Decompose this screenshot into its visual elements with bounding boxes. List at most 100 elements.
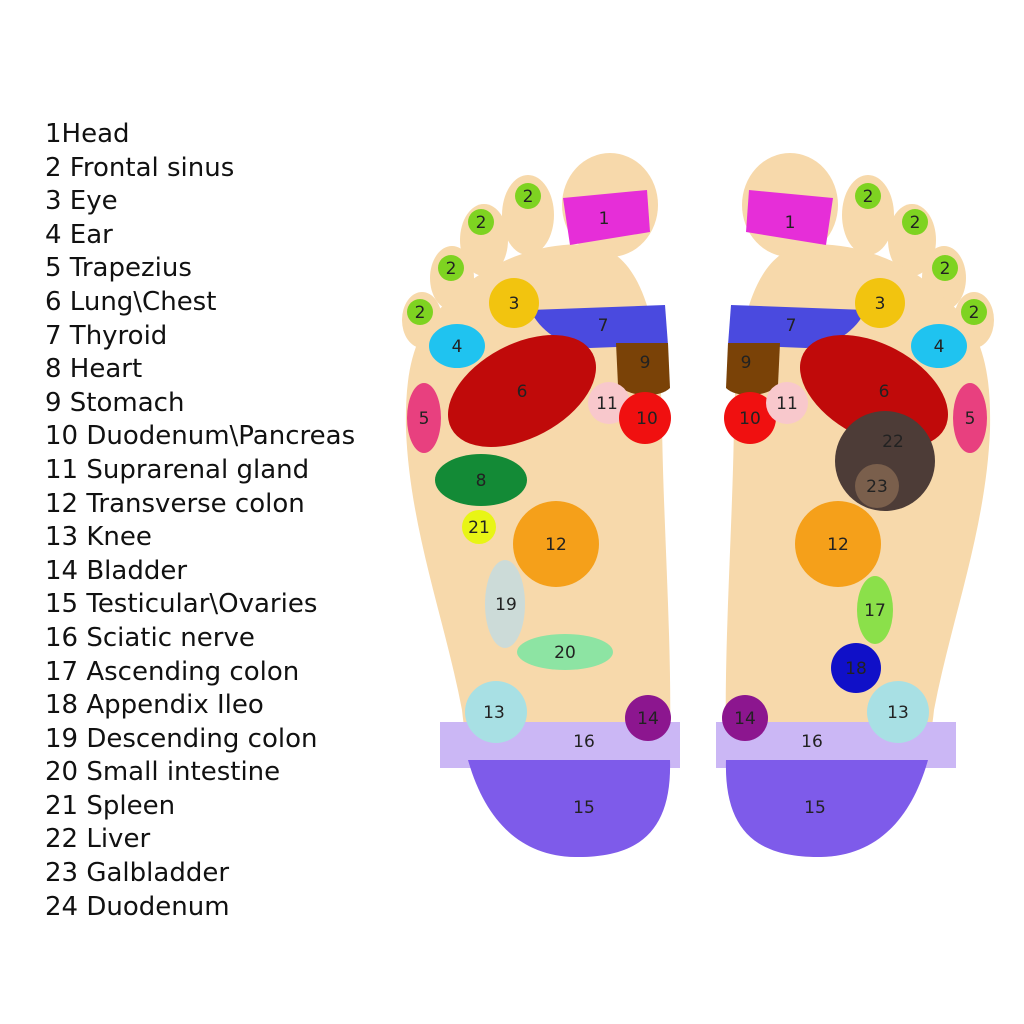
left-label-15: 15 (573, 798, 595, 818)
left-label-3: 3 (509, 294, 520, 314)
right-galbladder-zone (855, 464, 899, 508)
right-duodenum-zone (724, 392, 776, 444)
right-label-16: 16 (801, 732, 823, 752)
left-label-4: 4 (452, 337, 463, 357)
left-head-zone (563, 190, 650, 245)
legend-item: 24 Duodenum (45, 891, 230, 922)
legend-item: 15 Testicular\Ovaries (45, 589, 318, 620)
right-label-4: 4 (934, 337, 945, 357)
legend-item: 20 Small intestine (45, 757, 281, 788)
left-label-11: 11 (596, 394, 618, 414)
right-foot: 1 2 2 2 2 3 4 5 6 7 9 10 11 22 23 12 17 … (716, 153, 994, 858)
legend-item: 4 Ear (45, 219, 113, 250)
legend-item: 16 Sciatic nerve (45, 622, 255, 653)
left-label-10: 10 (636, 409, 658, 429)
legend-item: 14 Bladder (45, 555, 188, 586)
right-colon-zone (795, 501, 881, 587)
right-label-2c: 2 (940, 259, 951, 279)
left-descending-colon-zone (485, 560, 525, 648)
right-sinus-zone-3 (932, 255, 958, 281)
legend-item: 13 Knee (45, 522, 152, 553)
legend-item: 18 Appendix Ileo (45, 690, 264, 721)
right-label-18: 18 (845, 659, 867, 679)
right-testicular-zone (725, 760, 928, 858)
left-label-5: 5 (419, 409, 430, 429)
legend-item: 10 Duodenum\Pancreas (45, 421, 356, 452)
right-sinus-zone-1 (855, 183, 881, 209)
left-bladder-zone (625, 695, 671, 741)
left-heart-zone (435, 454, 527, 506)
legend-item: 12 Transverse colon (45, 488, 305, 519)
legend-item: 23 Galbladder (45, 858, 230, 889)
left-eye-zone (489, 278, 539, 328)
left-sinus-zone-2 (468, 209, 494, 235)
right-ascending-colon-zone (857, 576, 893, 644)
left-knee-zone (465, 681, 527, 743)
right-trapezius-zone (953, 383, 987, 453)
right-label-1: 1 (785, 213, 796, 233)
left-lung-zone (447, 335, 597, 447)
right-label-10: 10 (739, 409, 761, 429)
left-toe-2 (502, 175, 554, 255)
right-ear-zone (911, 324, 967, 368)
legend-item: 1Head (45, 119, 130, 149)
left-label-2c: 2 (446, 259, 457, 279)
legend-item: 22 Liver (45, 824, 151, 855)
left-trapezius-zone (407, 383, 441, 453)
right-label-15: 15 (804, 798, 826, 818)
left-label-2a: 2 (523, 187, 534, 207)
left-small-intestine-zone (517, 634, 613, 670)
left-label-9: 9 (640, 353, 651, 373)
right-label-11: 11 (776, 394, 798, 414)
left-label-2b: 2 (476, 213, 487, 233)
right-label-17: 17 (864, 601, 886, 621)
left-sinus-zone-4 (407, 299, 433, 325)
left-label-13: 13 (483, 703, 505, 723)
left-label-8: 8 (476, 471, 487, 491)
right-label-2a: 2 (863, 187, 874, 207)
legend-item: 2 Frontal sinus (45, 152, 235, 183)
left-duodenum-zone (619, 392, 671, 444)
left-label-21: 21 (468, 518, 490, 538)
right-head-zone (746, 190, 833, 245)
right-label-13: 13 (887, 703, 909, 723)
left-label-6: 6 (517, 382, 528, 402)
left-sinus-zone-1 (515, 183, 541, 209)
right-label-9: 9 (741, 353, 752, 373)
right-sinus-zone-4 (961, 299, 987, 325)
right-suprarenal-zone (766, 382, 808, 424)
right-label-23: 23 (866, 477, 888, 497)
left-label-14: 14 (637, 709, 659, 729)
left-label-19: 19 (495, 595, 517, 615)
left-label-12: 12 (545, 535, 567, 555)
right-appendix-zone (831, 643, 881, 693)
right-sinus-zone-2 (902, 209, 928, 235)
right-label-2d: 2 (969, 303, 980, 323)
right-knee-zone (867, 681, 929, 743)
right-bladder-zone (722, 695, 768, 741)
right-label-12: 12 (827, 535, 849, 555)
right-label-3: 3 (875, 294, 886, 314)
legend-item: 9 Stomach (45, 387, 185, 418)
right-eye-zone (855, 278, 905, 328)
right-stomach-zone (726, 343, 780, 396)
right-label-2b: 2 (910, 213, 921, 233)
legend-item: 3 Eye (45, 186, 118, 217)
right-label-5: 5 (965, 409, 976, 429)
legend-item: 7 Thyroid (45, 320, 168, 351)
legend-item: 6 Lung\Chest (45, 286, 217, 317)
right-toe-2 (842, 175, 894, 255)
left-label-7: 7 (598, 316, 609, 336)
legend-item: 5 Trapezius (45, 253, 192, 284)
right-label-14: 14 (734, 709, 756, 729)
left-colon-zone (513, 501, 599, 587)
legend-item: 11 Suprarenal gland (45, 454, 310, 485)
right-label-22: 22 (882, 432, 904, 452)
left-label-16: 16 (573, 732, 595, 752)
left-label-1: 1 (599, 209, 610, 229)
left-sinus-zone-3 (438, 255, 464, 281)
left-ear-zone (429, 324, 485, 368)
legend-item: 8 Heart (45, 354, 143, 385)
